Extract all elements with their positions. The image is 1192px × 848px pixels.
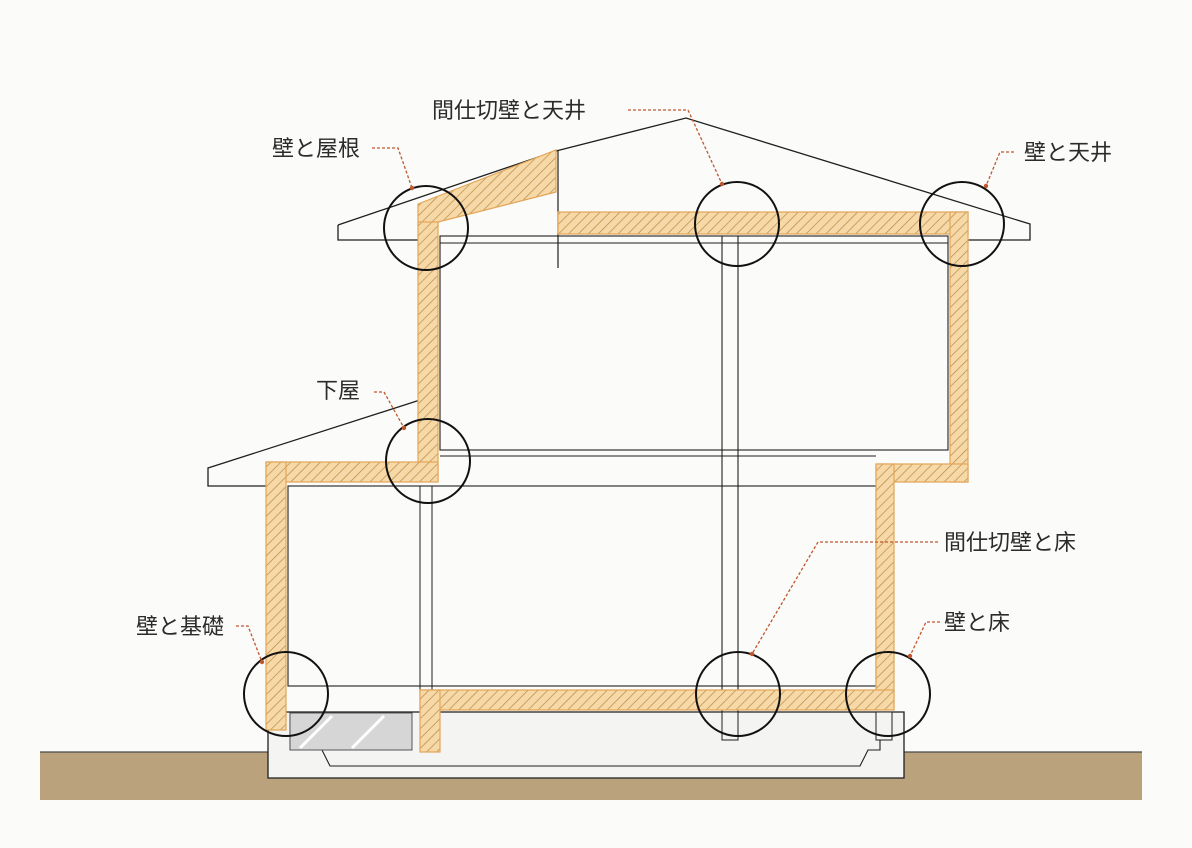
main-roof-outline-2 bbox=[337, 150, 557, 226]
upper-room-frame bbox=[439, 235, 949, 451]
lower-roof-outline bbox=[207, 399, 421, 487]
leader-dot-7 bbox=[907, 653, 913, 659]
label-lower-roof: 下屋 bbox=[316, 379, 360, 404]
circle-lower-roof bbox=[385, 418, 471, 504]
label-wall-floor: 壁と床 bbox=[944, 611, 1010, 636]
leader-wall-roof bbox=[372, 147, 413, 189]
lower-room-frame bbox=[287, 485, 877, 687]
insulation-lower-left-wall bbox=[265, 461, 287, 731]
insulation-floor-drop bbox=[419, 689, 441, 753]
label-partition-ceiling: 間仕切壁と天井 bbox=[432, 99, 586, 124]
leader-dot-6 bbox=[749, 651, 755, 657]
circle-wall-floor bbox=[845, 651, 931, 737]
leader-partition-ceiling bbox=[628, 109, 723, 185]
insulation-upper-left-wall bbox=[417, 221, 439, 481]
label-wall-ceiling: 壁と天井 bbox=[1024, 141, 1112, 166]
insulation-lower-right-wall bbox=[875, 463, 895, 709]
vent-glare-1 bbox=[298, 714, 334, 750]
leader-dot-3 bbox=[983, 183, 989, 189]
leader-wall-floor bbox=[909, 621, 940, 657]
main-roof-outline bbox=[337, 225, 420, 241]
floor-pier-1 bbox=[721, 711, 739, 741]
label-partition-floor: 間仕切壁と床 bbox=[944, 531, 1076, 556]
vent-glare-2 bbox=[350, 714, 386, 750]
label-wall-foundation: 壁と基礎 bbox=[136, 615, 224, 640]
insulation-upper-right-wall bbox=[949, 211, 969, 483]
leader-partition-floor bbox=[751, 541, 938, 655]
floor-pier-2 bbox=[875, 711, 893, 741]
leader-dot-2 bbox=[719, 181, 725, 187]
leader-lower-roof bbox=[374, 391, 405, 429]
crawl-space-vent bbox=[289, 712, 413, 751]
insulation-upper-ceiling bbox=[557, 211, 969, 235]
leader-dot-4 bbox=[401, 425, 407, 431]
leader-wall-ceiling bbox=[985, 151, 1014, 187]
circle-wall-foundation bbox=[243, 651, 329, 737]
insulation-ground-floor bbox=[419, 689, 895, 711]
circle-partition-ceiling bbox=[694, 181, 780, 267]
leader-dot-5 bbox=[259, 659, 265, 665]
leader-wall-foundation bbox=[236, 625, 263, 663]
circle-wall-ceiling bbox=[919, 181, 1005, 267]
insulation-lower-roof bbox=[265, 461, 439, 483]
circle-partition-floor bbox=[695, 651, 781, 737]
circle-wall-roof bbox=[383, 185, 469, 271]
leader-dot-1 bbox=[409, 185, 415, 191]
main-roof-ridge bbox=[555, 117, 1031, 241]
label-wall-roof: 壁と屋根 bbox=[272, 137, 360, 162]
